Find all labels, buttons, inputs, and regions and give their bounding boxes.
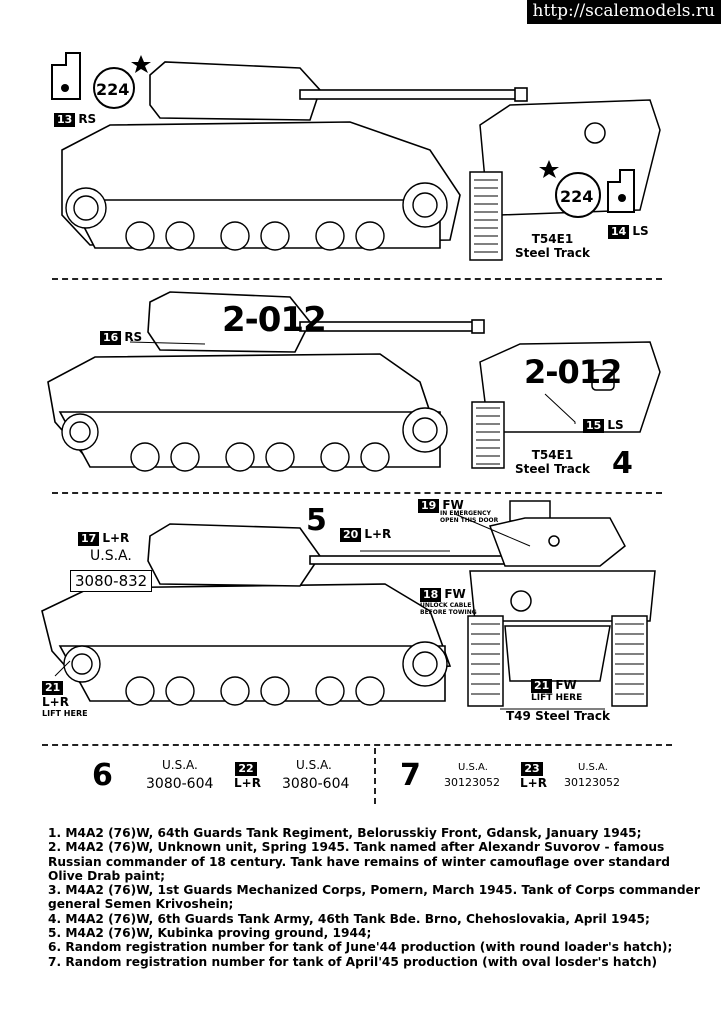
separator-2	[52, 492, 662, 494]
v7-usa-2: U.S.A.	[578, 762, 608, 773]
track-label-3: T49 Steel Track	[506, 709, 610, 723]
decal-23-text: L+R	[520, 776, 547, 790]
decal-18-text: FW	[444, 587, 466, 601]
decal-17-reg: 3080-832	[70, 570, 153, 592]
note-5: 5. M4A2 (76)W, Kubinka proving ground, 1…	[48, 926, 372, 941]
v6-usa-1: U.S.A.	[162, 758, 198, 772]
decal-22-number: 22	[235, 762, 257, 776]
v6-usa-2: U.S.A.	[296, 758, 332, 772]
serial-2012-front: 2-012	[524, 353, 622, 391]
note-6: 6. Random registration number for tank o…	[48, 940, 673, 955]
decal-19-number: 19	[418, 499, 440, 513]
decal-19-note: IN EMERGENCY OPEN THIS DOOR	[440, 510, 499, 524]
tank-3-drawing	[41, 500, 656, 710]
decal-17-number: 17	[78, 532, 100, 546]
decal-224-left: 224	[96, 80, 130, 99]
tank-2-drawing	[47, 291, 661, 472]
v7-usa-1: U.S.A.	[458, 762, 488, 773]
v7-reg-1: 30123052	[444, 776, 500, 789]
variant-4: 4	[612, 446, 633, 481]
decal-21-left-text: L+R	[42, 695, 69, 709]
v6-reg-2: 3080-604	[282, 776, 350, 792]
v7-reg-2: 30123052	[564, 776, 620, 789]
notes-list: 1. M4A2 (76)W, 64th Guards Tank Regiment…	[48, 826, 708, 969]
variant-7: 7	[400, 758, 421, 793]
note-4: 4. M4A2 (76)W, 6th Guards Tank Army, 46t…	[48, 911, 650, 926]
separator-3	[42, 744, 672, 746]
decal-21-left-note: LIFT HERE	[42, 709, 88, 718]
decal-17-usa: U.S.A.	[90, 548, 132, 564]
note-3: 3. M4A2 (76)W, 1st Guards Mechanized Cor…	[48, 883, 700, 912]
note-2: 2. M4A2 (76)W, Unknown unit, Spring 1945…	[48, 840, 670, 883]
v6-reg-1: 3080-604	[146, 776, 214, 792]
divider-vertical	[374, 748, 376, 804]
decal-18-note: UNLOCK CABLE BEFORE TOWING	[420, 602, 477, 616]
decal-13-text: RS	[78, 112, 97, 126]
decal-20-number: 20	[340, 528, 362, 542]
decal-13-number: 13	[54, 113, 76, 127]
decal-21-left-number: 21	[42, 681, 64, 695]
decal-15-text: LS	[607, 418, 624, 432]
tank-1-drawing	[51, 52, 661, 261]
decal-14-number: 14	[608, 225, 630, 239]
variant-6: 6	[92, 758, 113, 793]
decal-17-text: L+R	[102, 531, 130, 545]
decal-21-front-note: LIFT HERE	[531, 693, 583, 703]
serial-2012-turret: 2-012	[222, 300, 327, 340]
decal-15-number: 15	[583, 419, 605, 433]
decal-224-right: 224	[560, 187, 594, 206]
track-label-1: T54E1 Steel Track	[515, 232, 590, 260]
decal-21-front-text: FW	[555, 678, 577, 692]
decal-22-text: L+R	[234, 776, 261, 790]
track-label-2: T54E1 Steel Track	[515, 448, 590, 476]
decal-23-number: 23	[521, 762, 543, 776]
decal-19-text: FW	[442, 498, 464, 512]
separator-1	[52, 278, 662, 280]
note-7: 7. Random registration number for tank o…	[48, 954, 658, 969]
watermark: http://scalemodels.ru	[526, 0, 721, 24]
variant-5: 5	[306, 503, 327, 538]
decal-16-text: RS	[124, 330, 143, 344]
note-1: 1. M4A2 (76)W, 64th Guards Tank Regiment…	[48, 826, 642, 840]
decal-21-front-number: 21	[531, 679, 553, 693]
decal-20-text: L+R	[364, 527, 392, 541]
decal-14-text: LS	[632, 224, 649, 238]
decal-18-number: 18	[420, 588, 442, 602]
decal-16-number: 16	[100, 331, 122, 345]
